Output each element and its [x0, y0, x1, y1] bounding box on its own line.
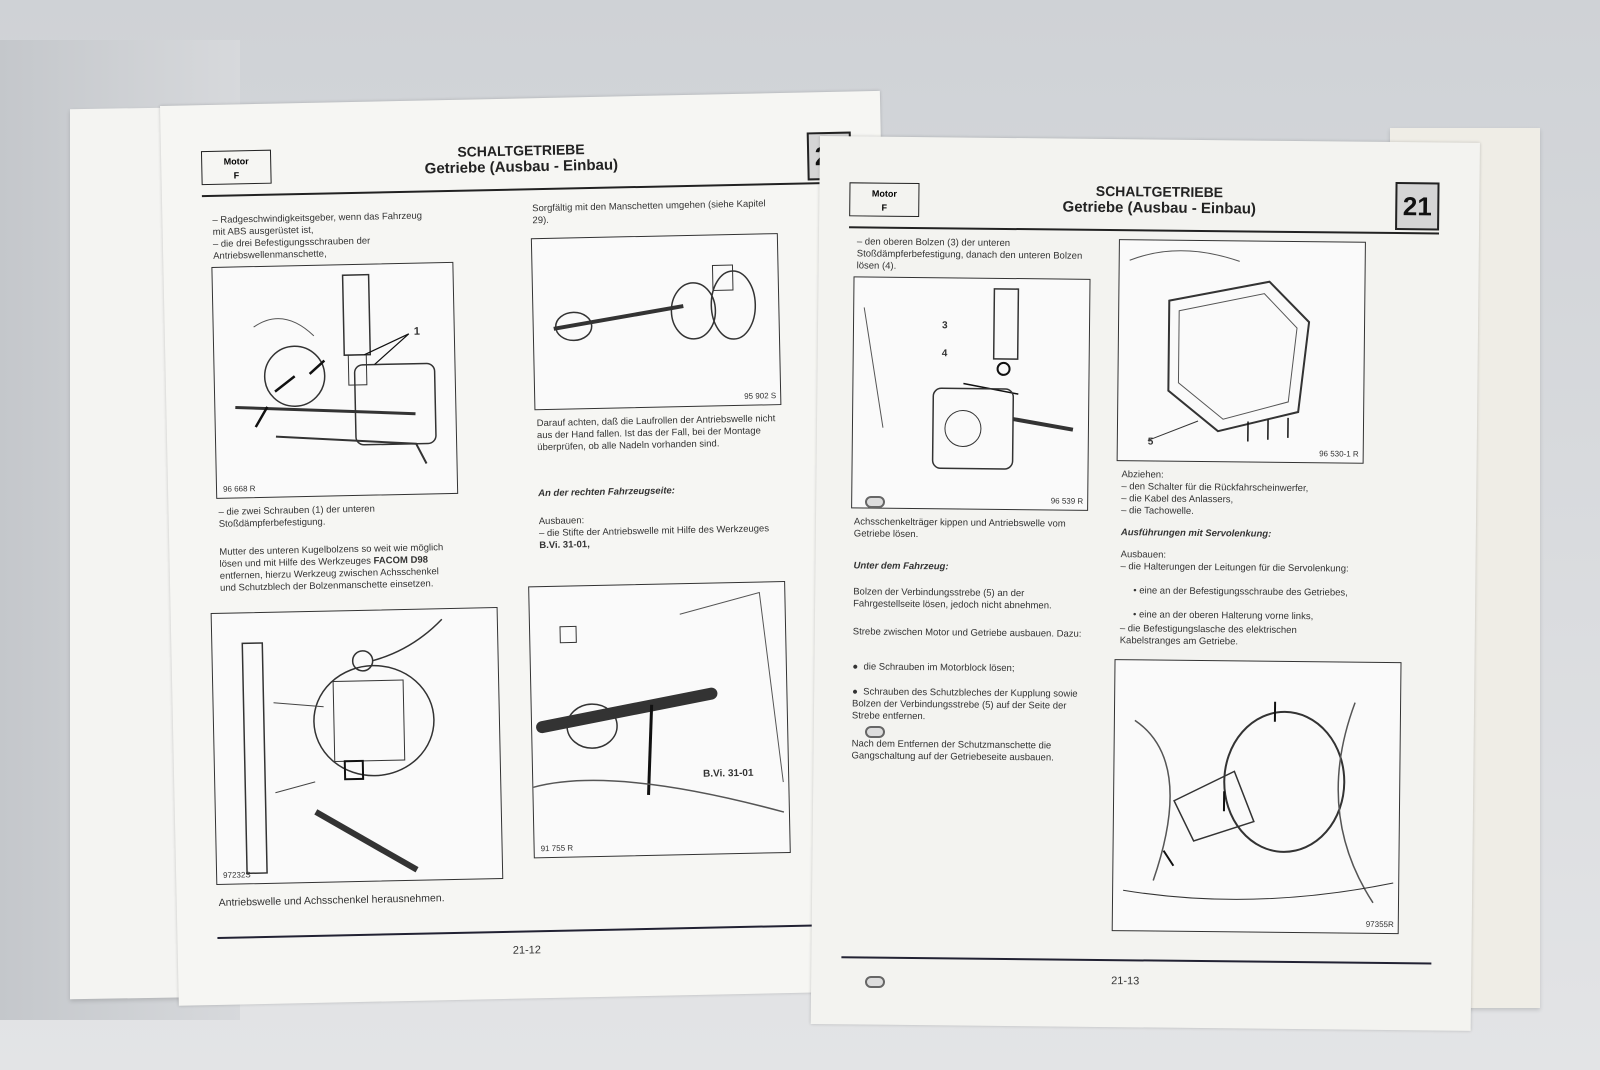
right-col1-heading: Unter dem Fahrzeug: [853, 560, 949, 573]
right-col2-sub1: • eine an der Befestigungsschraube des G… [1133, 585, 1348, 599]
figure-code: 96 530-1 R [1319, 449, 1359, 459]
motor-label: Motor [223, 156, 249, 167]
title-sub: Getriebe (Ausbau - Einbau) [1062, 198, 1257, 218]
figure-gearbox-cover: 5 96 530-1 R [1116, 239, 1366, 464]
left-col2-text2: Darauf achten, daß die Laufrollen der An… [536, 413, 776, 454]
right-col1-text4: Strebe zwischen Motor und Getriebe ausba… [852, 626, 1082, 640]
binder-ring [865, 496, 885, 508]
figure-code: 95 902 S [744, 391, 777, 401]
figure-strut: 3 4 96 539 R [851, 276, 1091, 511]
right-col2-heading: Ausführungen mit Servolenkung: [1120, 527, 1272, 540]
hub-drawing [241, 618, 443, 875]
right-col2-sub2: • eine an der oberen Halterung vorne lin… [1132, 609, 1314, 623]
steering-lines-drawing [1123, 701, 1394, 904]
tool-callout: B.Vi. 31-01 [702, 767, 754, 780]
callout-1: 1 [413, 325, 421, 338]
page-number: 21-13 [1111, 975, 1140, 988]
figure-code: 91 755 R [540, 843, 574, 854]
list-item: – die drei Befestigungsschrauben der Ant… [212, 235, 371, 262]
left-caption: Antriebswelle und Achsschenkel herausneh… [218, 892, 445, 909]
suspension-drawing [235, 273, 437, 464]
figure-code: 97355R [1365, 919, 1394, 930]
left-col1-text3: Mutter des unteren Kugelbolzens so weit … [219, 542, 450, 595]
tool-name: B.Vi. 31-01, [539, 539, 590, 552]
footer-rule [841, 956, 1432, 965]
figure-driveshaft: 95 902 S [530, 233, 782, 411]
left-col1-text2: – die zwei Schrauben (1) der unteren Sto… [218, 503, 375, 530]
right-col1-bullet1: ● die Schrauben im Motorblock lösen; [852, 661, 1015, 675]
figure-drift-pin: B.Vi. 31-01 91 755 R [528, 581, 791, 859]
footer-rule [217, 923, 868, 939]
callout-4: 4 [941, 348, 948, 360]
left-col2-text1: Sorgfältig mit den Manschetten umgehen (… [532, 198, 766, 227]
left-col1-text1: – Radgeschwindigkeitsgeber, wenn das Fah… [212, 210, 433, 263]
right-col1-bullet2: ● Schrauben des Schutzbleches der Kupplu… [851, 686, 1078, 723]
figure-suspension: 1 96 668 R [211, 261, 459, 499]
figure-code: 97232S [223, 870, 251, 880]
bullet-text: die Schrauben im Motorblock lösen; [863, 661, 1015, 675]
drift-pin-drawing [533, 591, 785, 813]
right-col1-text5: Nach dem Entfernen der Schutzmanschette … [851, 738, 1054, 764]
right-col1-text1: – den oberen Bolzen (3) der unteren Stoß… [856, 236, 1083, 272]
bullet-text: Schrauben des Schutzbleches der Kupplung… [851, 686, 1078, 723]
right-col1-text3: Bolzen der Verbindungsstrebe (5) an der … [853, 586, 1052, 612]
left-page: Motor F SCHALTGETRIEBE Getriebe (Ausbau … [160, 90, 899, 1006]
right-col1-text2: Achsschenkelträger kippen und Antriebswe… [853, 516, 1066, 541]
motor-box: Motor F [849, 182, 920, 218]
motor-code: F [233, 170, 240, 181]
binder-ring [865, 726, 885, 738]
driveshaft-drawing [553, 264, 757, 342]
motor-box: Motor F [200, 149, 272, 186]
list-item: – die Tachowelle. [1121, 505, 1194, 517]
right-page: Motor F SCHALTGETRIEBE Getriebe (Ausbau … [810, 136, 1480, 1031]
tool-name: FACOM D98 [373, 554, 429, 567]
left-col2-heading: An der rechten Fahrzeugseite: [538, 485, 676, 500]
right-header: Motor F SCHALTGETRIEBE Getriebe (Ausbau … [849, 176, 1440, 235]
left-header: Motor F SCHALTGETRIEBE Getriebe (Ausbau … [200, 131, 852, 198]
binder-ring [865, 976, 885, 988]
motor-label: Motor [871, 188, 897, 199]
callout-5: 5 [1147, 436, 1154, 448]
figure-steering-lines: 97355R [1111, 659, 1402, 935]
gearbox-cover-drawing [1129, 250, 1311, 442]
figure-code: 96 668 R [222, 484, 256, 494]
left-col2-text4: – die Stifte der Antriebswelle mit Hilfe… [539, 523, 779, 552]
page-number: 21-12 [512, 944, 542, 957]
right-col2-text1: Abziehen: – den Schalter für die Rückfah… [1121, 469, 1361, 520]
figure-hub: 97232S [210, 607, 504, 885]
text-part: entfernen, hierzu Werkzeug zwischen Achs… [219, 566, 439, 594]
binder-rings [865, 496, 885, 996]
right-col2-text4: – die Befestigungslasche des elektrische… [1119, 623, 1297, 648]
title-block: SCHALTGETRIEBE Getriebe (Ausbau - Einbau… [361, 139, 682, 179]
strut-drawing [863, 288, 1074, 470]
chapter-number: 21 [1395, 182, 1440, 231]
title-block: SCHALTGETRIEBE Getriebe (Ausbau - Einbau… [999, 182, 1319, 218]
motor-code: F [881, 202, 888, 213]
figure-code: 96 539 R [1050, 496, 1084, 506]
callout-3: 3 [941, 320, 948, 332]
right-col2-text3: – die Halterungen der Leitungen für die … [1120, 561, 1349, 575]
open-manual: Motor F SCHALTGETRIEBE Getriebe (Ausbau … [70, 90, 1540, 1031]
